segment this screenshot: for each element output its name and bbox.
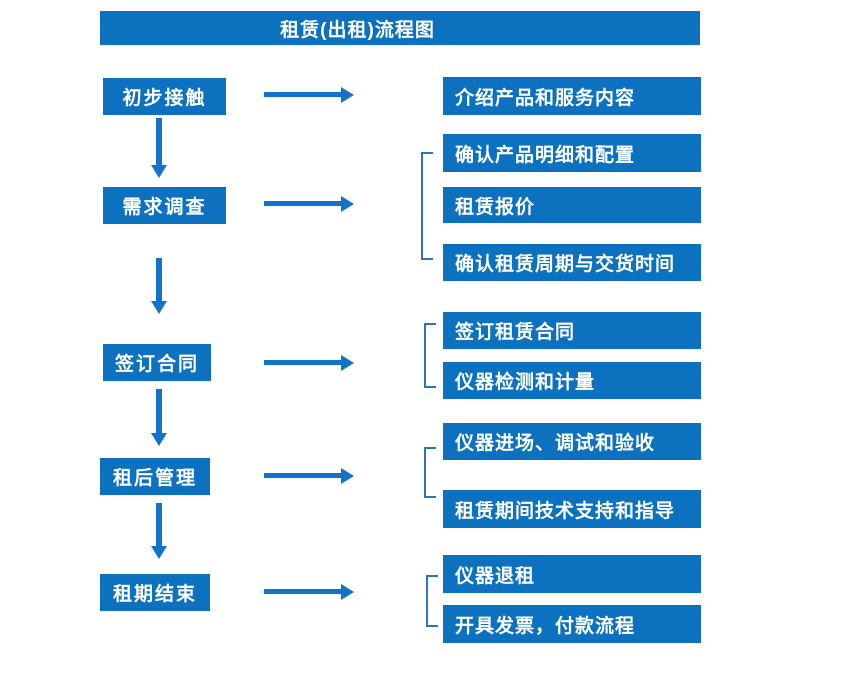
detail-box-introduce-products: 介绍产品和服务内容 [443, 77, 701, 115]
arrow-head-icon [341, 584, 354, 600]
arrow-shaft [264, 360, 342, 365]
arrow-down-to-sign-contract [151, 258, 167, 314]
arrow-shaft [264, 473, 342, 478]
detail-box-instrument-setup-acceptance: 仪器进场、调试和验收 [443, 423, 701, 460]
diagram-title: 租赁(出租)流程图 [280, 19, 435, 41]
arrow-head-icon [151, 165, 167, 178]
detail-box-instrument-return: 仪器退租 [443, 555, 701, 593]
detail-box-sign-rental-contract: 签订租赁合同 [443, 312, 701, 349]
detail-box-confirm-product-config: 确认产品明细和配置 [443, 134, 701, 172]
stage-box-post-rental-management: 租后管理 [100, 458, 210, 495]
detail-box-confirm-period-delivery: 确认租赁周期与交货时间 [443, 244, 701, 281]
arrow-right-post-rental [264, 468, 354, 484]
arrow-right-initial-contact [264, 87, 354, 103]
bracket-demand-survey-group [421, 152, 433, 260]
arrow-shaft [264, 92, 342, 97]
arrow-right-sign-contract [264, 355, 354, 371]
arrow-shaft [156, 503, 162, 547]
arrow-right-rental-end [264, 584, 354, 600]
detail-box-technical-support: 租赁期间技术支持和指导 [443, 490, 701, 528]
arrow-head-icon [341, 468, 354, 484]
bracket-rental-end-group [426, 575, 438, 627]
detail-box-rental-quote: 租赁报价 [443, 187, 701, 223]
arrow-shaft [156, 258, 162, 302]
detail-box-invoice-payment: 开具发票，付款流程 [443, 605, 701, 643]
diagram-title-bar: 租赁(出租)流程图 [100, 11, 700, 45]
arrow-shaft [264, 589, 342, 594]
stage-box-sign-contract: 签订合同 [103, 344, 211, 381]
arrow-head-icon [341, 355, 354, 371]
arrow-down-to-post-rental [151, 389, 167, 446]
arrow-down-to-demand-survey [151, 118, 167, 178]
arrow-shaft [156, 118, 162, 166]
arrow-head-icon [151, 546, 167, 559]
arrow-shaft [156, 389, 162, 434]
detail-box-instrument-testing: 仪器检测和计量 [443, 362, 701, 399]
arrow-head-icon [341, 87, 354, 103]
arrow-head-icon [151, 433, 167, 446]
stage-box-initial-contact: 初步接触 [103, 78, 226, 115]
bracket-post-rental-group [424, 447, 436, 498]
arrow-shaft [264, 201, 342, 206]
bracket-sign-contract-group [424, 323, 436, 388]
arrow-right-demand-survey [264, 196, 354, 212]
stage-box-rental-end: 租期结束 [100, 574, 210, 611]
arrow-down-to-rental-end [151, 503, 167, 559]
stage-box-demand-survey: 需求调查 [103, 187, 226, 224]
arrow-head-icon [151, 301, 167, 314]
arrow-head-icon [341, 196, 354, 212]
